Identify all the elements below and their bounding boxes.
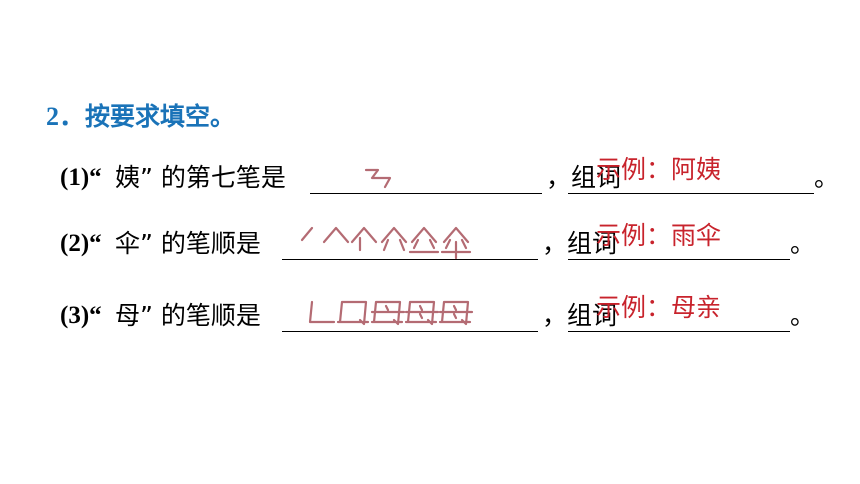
target-char: 姨 [115, 163, 141, 192]
row-end: 。 [790, 301, 816, 330]
row-end: 。 [790, 229, 816, 258]
row-end: 。 [814, 163, 840, 192]
answer-word: 示例：阿姨 [596, 155, 722, 184]
word-blank [568, 259, 790, 260]
row-prompt: ” 的笔顺是 [140, 301, 261, 330]
word-blank [568, 193, 814, 194]
row-prompt: ” 的第七笔是 [140, 163, 286, 192]
row-mid: ，组词 [542, 229, 618, 258]
row-label: (2)“ [60, 230, 102, 257]
row-label: (3)“ [60, 302, 102, 329]
stroke-blank [310, 193, 542, 194]
row-mid: ，组词 [546, 163, 622, 192]
row-prompt: ” 的笔顺是 [140, 229, 261, 258]
handwritten-stroke-order-answer [300, 226, 472, 260]
row-mid: ，组词 [542, 301, 618, 330]
handwritten-stroke-order-answer [308, 300, 474, 326]
question-instruction: 按要求填空。 [85, 102, 236, 131]
stroke-order-blank [282, 331, 538, 332]
question-number: 2． [46, 102, 86, 131]
row-label: (1)“ [60, 164, 102, 191]
question-title: 2．按要求填空。 [46, 96, 235, 133]
handwritten-stroke-answer [364, 168, 392, 189]
answer-word: 示例：雨伞 [596, 221, 722, 250]
target-char: 母 [115, 301, 141, 330]
answer-word: 示例：母亲 [596, 293, 722, 322]
target-char: 伞 [115, 229, 141, 258]
stroke-order-blank [282, 259, 538, 260]
word-blank [568, 331, 790, 332]
